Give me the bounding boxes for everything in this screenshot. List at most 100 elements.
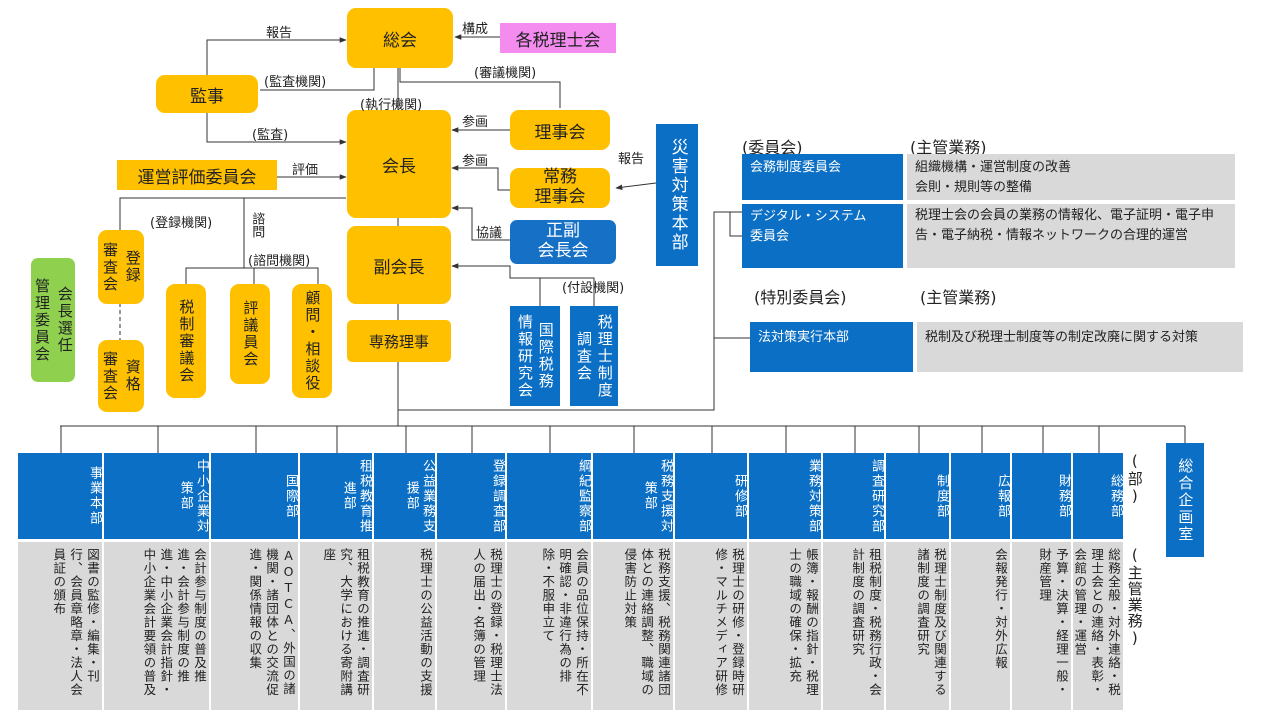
committee-name-text-2: デジタル・システム 委員会: [750, 209, 867, 244]
special-committee-name-text: 法対策実行本部: [758, 330, 850, 345]
department-name: 事業本部: [87, 466, 102, 526]
member-tax-associations-label: 各税理士会: [515, 30, 601, 51]
department-name: 綱紀監察部: [576, 458, 591, 534]
review-board-label: 審査会: [101, 241, 119, 293]
international-tax-research-box: 国際税務 情報研究会: [510, 306, 560, 406]
participation-label-1: 参画: [462, 115, 489, 130]
department-name: 調査研究部: [869, 458, 884, 534]
advisors-label: 顧問・相談役: [303, 290, 322, 392]
disaster-headquarters-box: 災害対策本部: [656, 124, 698, 266]
department-box: 税務支援対策部: [593, 453, 673, 539]
department-duty: 図書の監修・編集・刊行、会員章略章・法人会員証の頒布: [18, 542, 102, 710]
department-name: 制度部: [934, 473, 949, 519]
tax-system-research-box: 税理士制度 調査会: [570, 306, 618, 406]
department-duty-text: 税理士制度及び関連する諸制度の調査研究: [915, 548, 947, 697]
department-name: 財務部: [1056, 473, 1071, 519]
department-duty: 会計参与制度の普及推進・会計参与制度の推進・中小企業会計指針・中小企業会計要領の…: [104, 542, 209, 710]
consultation-label: 協議: [476, 226, 503, 241]
registration-body-label: (登録機関): [150, 216, 213, 231]
registration-review-board-box: 登録 審査会: [98, 230, 144, 304]
member-tax-associations-box: 各税理士会: [500, 23, 616, 53]
councilors-label: 評議員会: [241, 300, 260, 368]
department-duty: AOTCA、外国の諸機関・諸団体との交流促進・関係情報の収集: [211, 542, 298, 710]
department-box: 総務部: [1073, 453, 1123, 539]
department-box: 国際部: [211, 453, 298, 539]
composition-label: 構成: [462, 22, 489, 37]
department-duty: 会員の品位保持・所在不明確認・非違行為の排除・不服申立て: [507, 542, 591, 710]
president-election-label: 会長選任: [55, 286, 74, 354]
department-duty: 税理士の登録・税理士法人の届出・名簿の管理: [437, 542, 505, 710]
report-label: 報告: [266, 26, 293, 41]
department-duty: 帳簿・報酬の指針・税理士の職域の確保・拡充: [749, 542, 821, 710]
committee-name-text-1: 会務制度委員会: [750, 160, 842, 175]
managing-director-box: 専務理事: [347, 320, 451, 362]
department-name: 業務対策部: [806, 458, 821, 534]
department-duty-text: 税務支援、税務関連諸団体との連絡調整、職域の侵害防止対策: [622, 548, 671, 697]
department-duty-text: 会報発行・対外広報: [993, 548, 1008, 670]
committee-name-2: デジタル・システム 委員会: [742, 204, 903, 268]
department-name: 租税教育推進部: [340, 458, 372, 534]
participation-label-2: 参画: [462, 154, 489, 169]
information-research-label: 情報研究会: [516, 313, 534, 399]
committee-duty-1: 組織機構・運営制度の改善 会則・規則等の整備: [907, 154, 1235, 200]
department-name: 中小企業対策部: [177, 458, 209, 534]
evaluation-label: 評価: [292, 163, 319, 178]
auditor-label: 監事: [190, 86, 224, 107]
general-assembly-box: 総会: [347, 8, 453, 68]
department-duty: 会報発行・対外広報: [951, 542, 1010, 710]
department-box: 中小企業対策部: [104, 453, 209, 539]
tax-accountant-system-label: 税理士制度: [595, 313, 614, 399]
department-duty: 税理士制度及び関連する諸制度の調査研究: [886, 542, 949, 710]
general-planning-office-label: 総合企画室: [1176, 457, 1195, 543]
department-duty-text: 税理士の登録・税理士法人の届出・名簿の管理: [471, 548, 503, 697]
registration-label: 登録: [123, 250, 142, 284]
department-name: 広報部: [995, 473, 1010, 519]
special-committee-duty-text: 税制及び税理士制度等の制定改廃に関する対策: [925, 330, 1199, 345]
tax-system-council-label: 税制審議会: [177, 298, 196, 384]
auditor-box: 監事: [156, 75, 258, 113]
advisors-box: 顧問・相談役: [292, 284, 332, 398]
committee-duty-text-1: 組織機構・運営制度の改善 会則・規則等の整備: [915, 160, 1072, 195]
committee-duty-2: 税理士会の会員の業務の情報化、電子証明・電子申告・電子納税・情報ネットワークの合…: [907, 204, 1235, 268]
management-committee-label: 管理委員会: [33, 277, 51, 363]
department-name: 税務支援対策部: [641, 458, 673, 534]
special-committee-name: 法対策実行本部: [750, 322, 913, 372]
president-label: 会長: [382, 156, 416, 177]
department-duty: 総務全般・対外連絡・税理士会との連絡・表彰・会館の管理・運営: [1072, 542, 1123, 710]
special-committee-header: (特別委員会): [754, 288, 847, 307]
executive-board-label: 常務 理事会: [534, 167, 586, 207]
department-box: 広報部: [951, 453, 1010, 539]
department-duty-text: 租税制度・税務行政・会計制度の調査研究: [850, 548, 882, 697]
department-duty: 税務支援、税務関連諸団体との連絡調整、職域の侵害防止対策: [593, 542, 673, 710]
executive-board-box: 常務 理事会: [510, 168, 610, 208]
department-box: 研修部: [675, 453, 747, 539]
department-box: 公益業務支援部: [374, 453, 435, 539]
disaster-headquarters-label: 災害対策本部: [667, 138, 688, 252]
president-election-committee-box: 会長選任 管理委員会: [31, 258, 75, 382]
vice-president-label: 副会長: [373, 257, 425, 278]
managing-director-label: 専務理事: [368, 332, 429, 351]
department-name: 公益業務支援部: [403, 458, 435, 534]
management-evaluation-committee-label: 運営評価委員会: [137, 167, 257, 188]
special-duty-header: (主管業務): [920, 288, 997, 307]
general-planning-office-box: 総合企画室: [1166, 443, 1204, 557]
president-vice-council-box: 正副 会長会: [510, 220, 616, 264]
affiliated-body-label: (付設機関): [562, 281, 625, 296]
department-box: 財務部: [1012, 453, 1071, 539]
department-duty-text: 予算・決算・経理一般・財産管理: [1037, 548, 1069, 697]
review-board-label-2: 審査会: [101, 350, 119, 402]
audit-label: (監査): [252, 128, 289, 143]
department-duty-text: 税理士の公益活動の支援: [418, 548, 433, 697]
department-duty: 租税制度・税務行政・会計制度の調査研究: [823, 542, 884, 710]
department-box: 綱紀監察部: [507, 453, 591, 539]
department-duty: 予算・決算・経理一般・財産管理: [1012, 542, 1071, 710]
advisory-body-label: (諮問機関): [248, 254, 311, 269]
department-box: 制度部: [886, 453, 949, 539]
advisory-label: 諮問: [249, 212, 265, 238]
department-duty-text: 会計参与制度の普及推進・会計参与制度の推進・中小企業会計指針・中小企業会計要領の…: [141, 548, 207, 697]
president-vice-council-label: 正副 会長会: [537, 221, 589, 261]
president-box: 会長: [347, 110, 451, 218]
councilors-box: 評議員会: [230, 284, 270, 384]
management-evaluation-committee-box: 運営評価委員会: [117, 160, 277, 190]
